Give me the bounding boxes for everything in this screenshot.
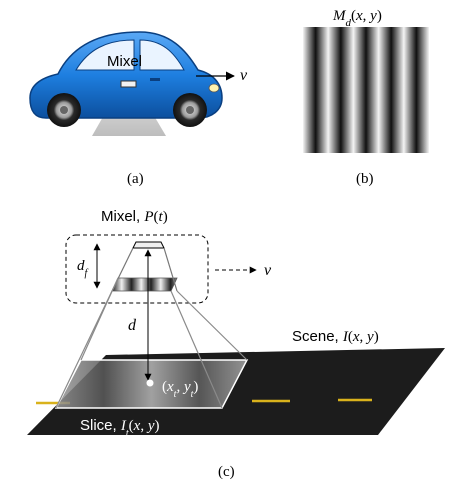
distance-label: d (128, 317, 137, 334)
slice-label: Slice, It(x, y) (80, 417, 159, 439)
scene-label: Scene, I(x, y) (292, 328, 379, 345)
front-hub (186, 106, 194, 114)
caption-c: (c) (218, 464, 235, 480)
caption-b: (b) (356, 171, 374, 187)
headlight (208, 83, 220, 93)
grating-pattern (303, 27, 429, 153)
panel-b-mask: Md(x, y) (303, 8, 429, 153)
frustum-line-3 (55, 290, 113, 409)
frustum-line-4 (176, 290, 248, 361)
mixel-aperture (132, 241, 165, 249)
car-window-rear (75, 39, 135, 71)
frustum-line-6 (170, 290, 223, 409)
focal-distance-label: df (77, 258, 89, 279)
slice-center-point (146, 379, 154, 387)
mixel-dashed-box (65, 234, 209, 304)
caption-a: (a) (127, 171, 144, 187)
mixel-title: Mixel, P(t) (101, 208, 168, 225)
frustum-line-2 (163, 247, 178, 292)
frustum-line-5 (80, 277, 119, 361)
car-body (29, 31, 223, 119)
mixel-velocity-label: v (264, 262, 272, 279)
mask-title: Md(x, y) (332, 8, 382, 29)
rear-hub (60, 106, 68, 114)
door-handle (150, 78, 160, 81)
car-mixel-label: Mixel (107, 53, 142, 70)
mixel-mask-plane (111, 277, 178, 292)
car-window-front (139, 39, 185, 71)
panel-c-geometry: df d (xt, yt) v Mixel, P(t) Scene, I(x, … (27, 208, 445, 439)
car-velocity-label: v (240, 67, 248, 84)
panel-a-car: Mixel v (29, 31, 248, 136)
point-label: (xt, yt) (162, 379, 198, 400)
mixel-sensor (120, 80, 137, 88)
